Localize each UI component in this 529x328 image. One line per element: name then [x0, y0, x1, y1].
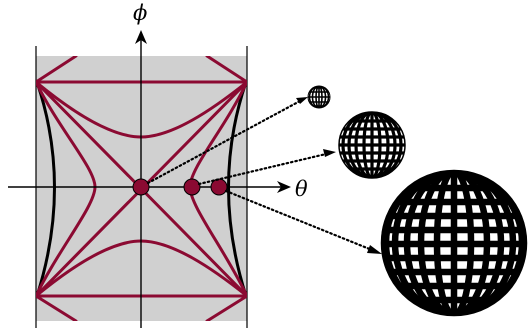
arrow-to-medium-sphere [197, 152, 328, 186]
theta-axis-label: θ [295, 177, 308, 201]
arrow-to-large-sphere [224, 189, 374, 252]
critical-point-middle [183, 178, 201, 196]
sphere-small [307, 85, 331, 109]
phi-axis-label: ϕ [133, 1, 147, 25]
arrowhead-medium [323, 149, 336, 157]
dotted-arrows [146, 99, 374, 252]
theta-arrowhead [277, 181, 291, 193]
arrowhead-large [367, 245, 382, 254]
sphere-large [380, 169, 528, 317]
arrow-to-small-sphere [146, 99, 302, 185]
critical-point-right [210, 178, 228, 196]
critical-point-origin [132, 178, 150, 196]
sphere-medium [338, 111, 406, 179]
arrowhead-small [296, 97, 308, 104]
phi-arrowhead [135, 30, 147, 44]
